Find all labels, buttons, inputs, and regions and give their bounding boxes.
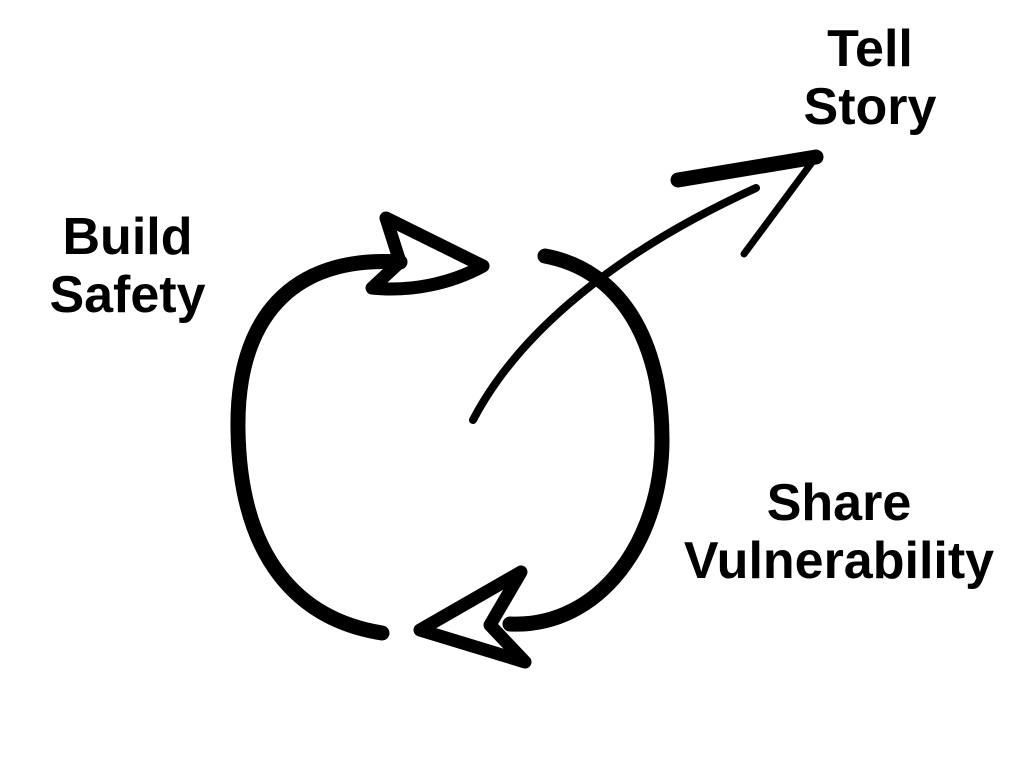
node-share-vulnerability-line-2: Vulnerability: [683, 532, 995, 590]
node-tell-story: Tell Story: [795, 20, 945, 136]
right-cycle-arc: [502, 248, 670, 632]
node-build-safety: Build Safety: [40, 208, 215, 324]
node-tell-story-line-1: Tell: [827, 20, 913, 78]
node-share-vulnerability-line-1: Share: [766, 474, 912, 532]
node-tell-story-line-2: Story: [803, 78, 937, 136]
left-cycle-arc: [230, 253, 408, 641]
node-share-vulnerability: Share Vulnerability: [676, 474, 1002, 590]
tell-story-arrowhead-side-icon: [740, 153, 820, 258]
top-arrowhead-icon: [365, 211, 490, 296]
tell-story-arrowhead-icon: [670, 149, 824, 188]
node-build-safety-line-2: Safety: [49, 266, 206, 324]
bottom-arrowhead-icon: [413, 565, 532, 669]
tell-story-arrow-shaft: [469, 184, 760, 424]
node-build-safety-line-1: Build: [62, 208, 193, 266]
